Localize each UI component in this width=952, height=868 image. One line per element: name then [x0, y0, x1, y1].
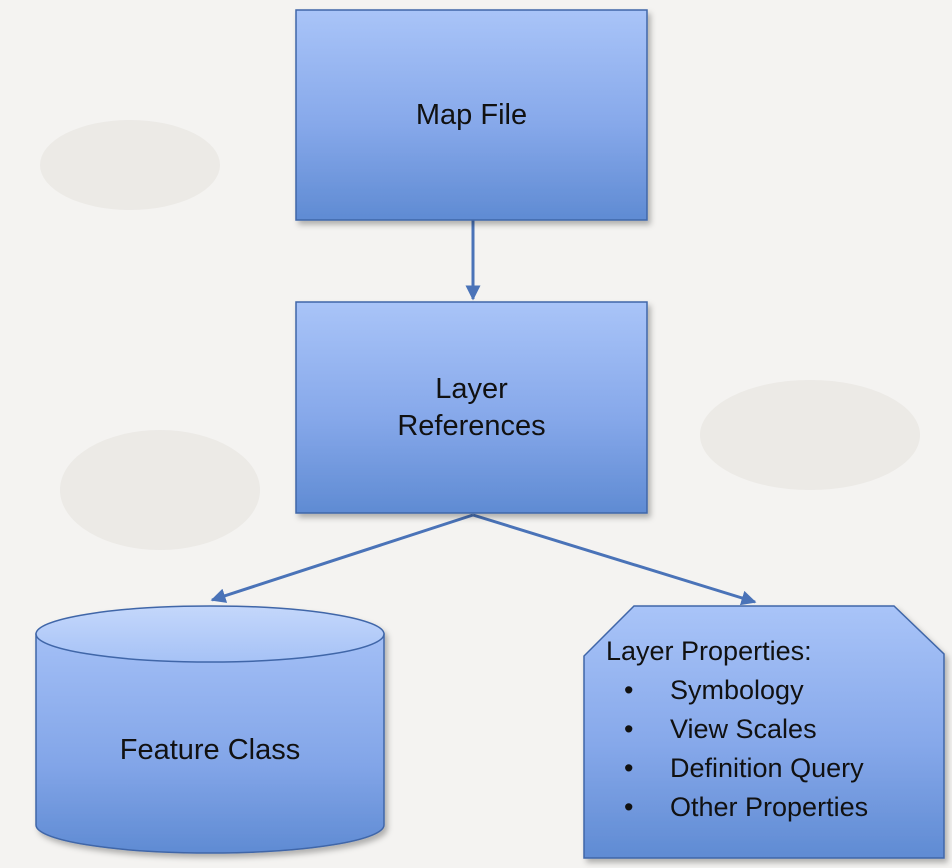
- list-item-text: Definition Query: [670, 753, 864, 783]
- feature-class-label: Feature Class: [36, 680, 384, 820]
- layer-references-box: [295, 301, 648, 514]
- layer-properties-title: Layer Properties:: [606, 636, 812, 666]
- background-texture: [40, 120, 220, 210]
- list-item-text: Symbology: [670, 675, 804, 705]
- map-file-label: Map File: [296, 10, 647, 220]
- bullet-icon: •: [624, 792, 634, 822]
- list-item: • Definition Query: [606, 749, 926, 788]
- layer-properties-content: Layer Properties: • Symbology • View Sca…: [606, 632, 926, 827]
- list-item: • Symbology: [606, 671, 926, 710]
- layer-properties-box: [583, 605, 945, 859]
- map-file-box: [295, 9, 648, 221]
- list-item: • View Scales: [606, 710, 926, 749]
- feature-class-cylinder: [35, 605, 385, 854]
- background-texture: [700, 380, 920, 490]
- map-file-text: Map File: [415, 98, 528, 131]
- list-item: • Other Properties: [606, 788, 926, 827]
- bullet-icon: •: [624, 675, 634, 705]
- bullet-icon: •: [624, 753, 634, 783]
- bullet-icon: •: [624, 714, 634, 744]
- list-item-text: View Scales: [670, 714, 817, 744]
- connector-layer-to-properties: [472, 513, 757, 606]
- connector-layer-to-feature-class: [210, 513, 474, 603]
- layer-properties-list: • Symbology • View Scales • Definition Q…: [606, 671, 926, 827]
- list-item-text: Other Properties: [670, 792, 869, 822]
- layer-references-label: Layer References: [296, 302, 647, 513]
- layer-references-line2: References: [397, 409, 546, 442]
- layer-references-line1: Layer: [435, 372, 508, 405]
- background-texture: [60, 430, 260, 550]
- feature-class-text: Feature Class: [119, 733, 301, 766]
